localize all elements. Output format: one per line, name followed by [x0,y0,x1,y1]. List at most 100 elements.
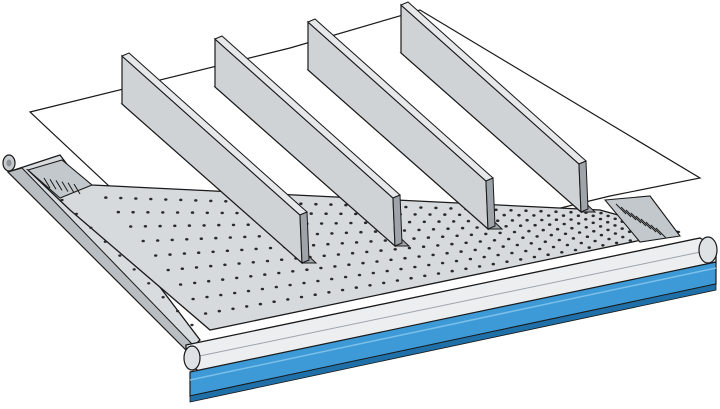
perforation-hole [286,298,290,301]
perforation-hole [336,253,341,256]
perforation-hole [395,279,400,282]
perforation-hole [599,233,604,237]
perforation-hole [173,224,177,228]
perforation-hole [532,214,536,217]
perforation-hole [119,196,123,200]
perforation-hole [454,259,459,263]
perforation-hole [554,210,558,213]
perforation-hole [344,203,348,207]
perforation-hole [235,211,239,215]
perforation-hole [496,219,500,222]
comb-slot [650,224,662,236]
perforation-hole [524,249,528,253]
drawer-knob-icon [2,154,16,172]
perforation-hole [147,282,151,285]
perforation-hole [469,233,474,237]
perforation-hole [543,240,547,243]
perforation-hole [561,214,566,217]
perforation-hole [547,214,551,217]
perforation-hole [494,208,498,212]
comb-slot [55,180,63,191]
perforation-hole [510,251,514,255]
perforation-hole [620,227,624,230]
perforation-hole [322,254,326,258]
perforation-hole [539,209,543,213]
perforation-hole [251,261,255,264]
perforation-hole [613,232,618,235]
perforation-hole [478,240,482,243]
left-side-rail [6,154,201,353]
perforation-hole [178,283,183,286]
perforation-hole [340,288,345,292]
perforation-hole [330,277,334,281]
perforation-hole [585,235,590,238]
perforation-hole [344,231,349,235]
perforation-hole [404,205,408,209]
perforation-hole [464,267,468,271]
perforation-hole [349,221,353,225]
perforation-hole [399,267,403,271]
perforation-hole [219,293,223,297]
perforation-hole [350,251,355,255]
perforation-hole [587,246,591,249]
perforation-hole [501,245,505,248]
perforation-hole [116,210,121,214]
perforation-hole [146,211,150,214]
perforation-hole [197,251,201,254]
perforation-hole [254,247,258,251]
perforation-hole [546,253,550,256]
perforation-hole [533,223,537,227]
perforation-hole [606,228,610,232]
perforation-hole [132,268,136,271]
perforation-hole [185,238,189,241]
perforation-hole [190,211,195,214]
perforation-hole [570,226,574,230]
perforation-hole [517,213,521,217]
perforation-hole [340,242,344,245]
perforation-hole [330,232,334,235]
perforation-hole [434,206,438,210]
perforation-hole [359,230,363,234]
perforation-hole [614,241,619,245]
perforation-hole [459,250,463,253]
perforation-hole [426,236,431,239]
perforation-hole [413,265,417,269]
perforation-hole [383,239,387,242]
perforation-hole [143,225,148,228]
perforation-hole [60,198,64,202]
perforation-hole [569,218,573,221]
perforation-hole [357,273,362,277]
perforation-hole [220,211,224,215]
perforation-hole [329,203,333,206]
perforation-hole [591,214,595,218]
perforation-hole [554,218,559,221]
perforation-hole [591,221,595,225]
perforation-hole [158,224,162,228]
perforation-hole [412,237,416,240]
perforation-hole [354,286,358,289]
slot-comb-left-icon [26,159,94,199]
perforation-hole [577,222,581,225]
perforation-hole [277,271,281,275]
perforation-hole [535,235,539,238]
perforation-hole [249,275,253,278]
perforation-hole [562,222,566,226]
perforation-hole [402,229,407,232]
perforation-hole [482,255,486,259]
divider-panel [213,35,411,248]
perforation-hole [436,244,440,247]
perforation-hole [149,197,153,201]
perforation-hole [427,263,431,267]
perforation-hole [361,261,365,265]
perforation-hole [606,220,610,224]
comb-slot [640,218,652,230]
perforation-hole [319,222,324,225]
perforation-hole [524,209,528,212]
perforation-hole [103,240,107,243]
perforation-hole [613,224,617,227]
perforation-hole [443,213,447,216]
perforation-hole [243,235,247,239]
perforation-hole [274,285,278,289]
